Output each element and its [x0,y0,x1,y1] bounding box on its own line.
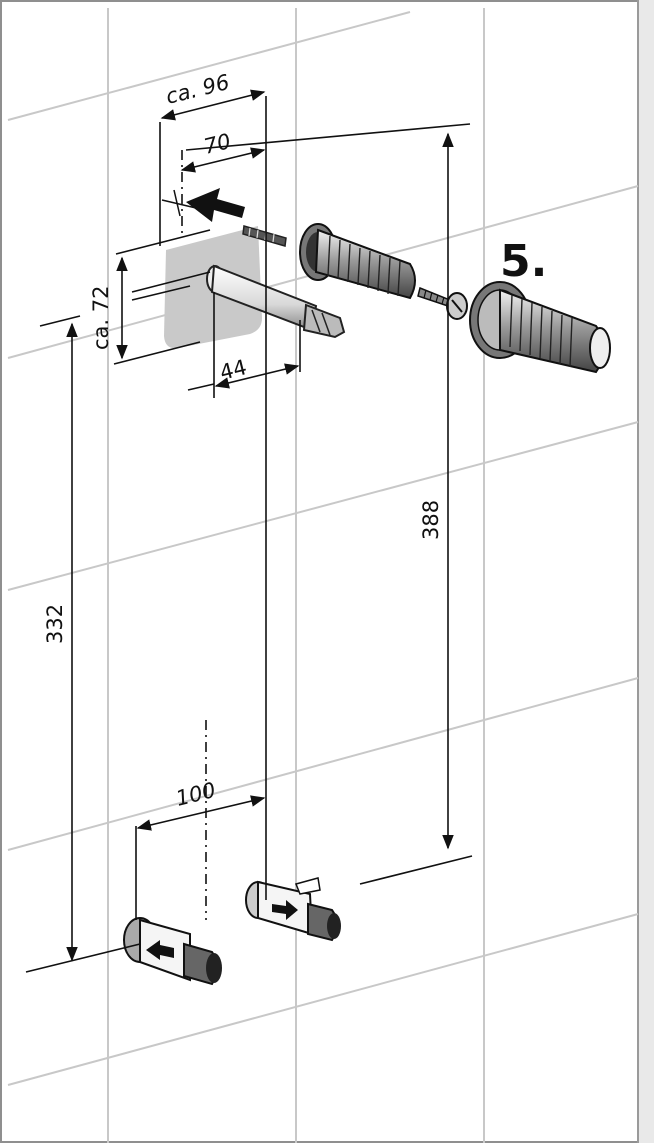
insert-arrow-icon [186,188,245,222]
dim-label-388: 388 [419,500,443,540]
dimension-lines [25,89,473,973]
dim-label-332: 332 [43,604,67,644]
step-number: 5. [500,236,547,287]
right-valve-arrow-icon [272,900,298,920]
cap-knob [469,281,611,374]
left-valve [123,917,222,986]
dim-label-ca72: ca. 72 [89,286,113,351]
pipe-stub [206,264,346,339]
right-valve [245,877,341,942]
left-valve-arrow-icon [146,940,174,960]
right-edge-band [638,0,654,1143]
drill-mark [161,189,197,217]
threaded-sleeve [299,223,416,300]
